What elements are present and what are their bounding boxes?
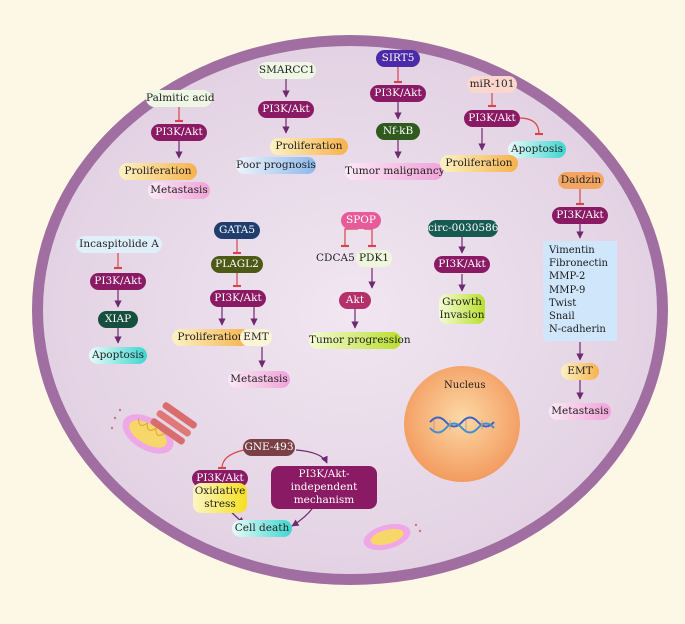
tumor-progression-node: Tumor progression — [309, 332, 411, 349]
growth-invasion-node: Growth Invasion — [439, 294, 485, 324]
marker-item: Snail — [549, 311, 575, 323]
nfkb-node: Nf-kB — [376, 123, 420, 140]
pi3k-akt-node: PI3K/Akt — [370, 85, 426, 102]
marker-item: MMP-2 — [549, 271, 586, 283]
pi3k-akt-node: PI3K/Akt — [192, 470, 248, 487]
proliferation-node: Proliferation — [440, 155, 518, 172]
nucleus-body — [404, 366, 520, 482]
gata5-node: GATA5 — [214, 222, 260, 239]
pi3k-akt-node: PI3K/Akt — [258, 101, 314, 118]
xiap-node: XIAP — [98, 311, 138, 328]
pi3k-akt-independent-node: PI3K/Akt-independent mechanism — [271, 466, 377, 509]
sirt5-node: SIRT5 — [376, 50, 420, 67]
mitochondrion-icon — [363, 523, 422, 551]
metastasis-node: Metastasis — [549, 403, 611, 420]
daidzin-node: Daidzin — [558, 172, 604, 189]
cell-death-node: Cell death — [232, 520, 292, 537]
mir-101-node: miR-101 — [467, 76, 517, 93]
oxidative-stress-node: Oxidative stress — [193, 483, 247, 513]
incaspitolide-a-node: Incaspitolide A — [76, 236, 162, 253]
plagl2-node: PLAGL2 — [211, 256, 263, 273]
emt-node: EMT — [240, 329, 272, 346]
proliferation-node: Proliferation — [270, 138, 348, 155]
pi3k-akt-node: PI3K/Akt — [210, 290, 266, 307]
pdk1-node: PDK1 — [356, 250, 392, 267]
proliferation-node: Proliferation — [172, 329, 250, 346]
pi3k-akt-node: PI3K/Akt — [552, 207, 608, 224]
pi3k-akt-node: PI3K/Akt — [151, 124, 207, 141]
metastasis-node: Metastasis — [228, 371, 290, 388]
apoptosis-node: Apoptosis — [508, 141, 566, 158]
akt-node: Akt — [339, 292, 371, 309]
poor-prognosis-node: Poor prognosis — [236, 157, 316, 174]
metastasis-node: Metastasis — [148, 182, 210, 199]
gne-493-node: GNE-493 — [243, 439, 295, 456]
emt-node: EMT — [561, 363, 599, 380]
endoplasmic-reticulum-icon — [150, 402, 197, 445]
spop-node: SPOP — [341, 212, 381, 229]
marker-item: MMP-9 — [549, 284, 586, 296]
emt-marker-list: Vimentin Fibronectin MMP-2 MMP-9 Twist S… — [543, 241, 617, 341]
marker-item: N-cadherin — [549, 324, 606, 336]
marker-item: Fibronectin — [549, 258, 608, 270]
dna-helix-icon — [429, 416, 495, 434]
palmitic-acid-node: Palmitic acid — [146, 90, 215, 107]
tumor-malignancy-node: Tumor malignancy — [345, 163, 445, 180]
marker-item: Twist — [549, 297, 577, 309]
marker-item: Vimentin — [549, 245, 595, 256]
circ-0030586-node: circ-0030586 — [428, 220, 498, 237]
proliferation-node: Proliferation — [119, 163, 197, 180]
pi3k-akt-node: PI3K/Akt — [464, 110, 520, 127]
smarcc1-node: SMARCC1 — [258, 62, 316, 79]
pi3k-akt-node: PI3K/Akt — [434, 256, 490, 273]
cdca5-node: CDCA5 — [316, 252, 355, 264]
pi3k-akt-node: PI3K/Akt — [90, 273, 146, 290]
nucleus-label: Nucleus — [444, 380, 486, 391]
apoptosis-node: Apoptosis — [89, 347, 147, 364]
